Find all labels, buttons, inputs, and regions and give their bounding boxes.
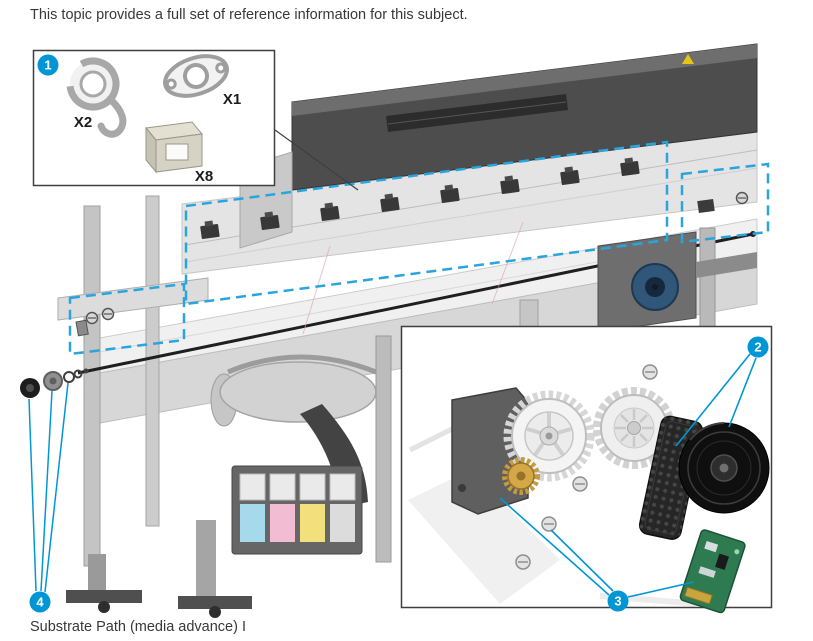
right-assembly (597, 227, 757, 344)
screw-icon (541, 516, 557, 532)
dashed-highlight-left (68, 282, 186, 356)
media-roll (210, 354, 377, 508)
ink-cartridge-yellow (300, 504, 325, 542)
helical-gear (593, 387, 675, 469)
callout-4-number: 4 (36, 595, 44, 610)
encoder-disc (678, 422, 770, 514)
highlight-fasteners (75, 191, 749, 337)
part-label-x2: X2 (74, 114, 92, 131)
callout-4-leaders (28, 382, 69, 593)
screw-icon (515, 554, 531, 570)
ink-cartridge-gray (330, 504, 355, 542)
warning-mark (682, 54, 694, 64)
clamp-part-drawing (66, 57, 127, 138)
screw-icon (735, 191, 749, 205)
figure-caption: Substrate Path (media advance) I (30, 619, 247, 635)
gear-inset-box: 2 3 (400, 325, 773, 614)
part-label-x8: X8 (195, 168, 213, 185)
ink-supply-station (231, 465, 363, 555)
drive-gear (503, 390, 595, 482)
brass-pinion-gear (502, 457, 540, 495)
callout-2-leaders (675, 353, 757, 447)
callout-1-number: 1 (44, 58, 51, 73)
sketch-lines (302, 221, 524, 335)
pcb (679, 529, 746, 614)
dashed-highlights (68, 140, 770, 356)
stand-legs (66, 520, 252, 618)
screw-icon (642, 364, 658, 380)
dashed-highlight-main (184, 140, 669, 306)
screw-icon (85, 311, 99, 325)
intro-text: This topic provides a full set of refere… (30, 7, 468, 23)
callout-3-leaders (499, 497, 695, 598)
callout-3-badge: 3 (607, 590, 629, 612)
dashed-highlight-right (680, 162, 770, 244)
caster-wheel (209, 606, 221, 618)
callout-2-number: 2 (754, 340, 761, 355)
callout-2-badge: 2 (747, 336, 769, 358)
ink-cartridge-magenta (270, 504, 295, 542)
shaft-end-parts (20, 368, 89, 398)
inset-leader-line (274, 129, 359, 191)
screw-icon (101, 307, 115, 321)
caster-wheel (98, 601, 110, 613)
screw-icon (572, 476, 588, 492)
callout-1-badge: 1 (37, 54, 59, 76)
callout-4-badge: 4 (29, 591, 51, 613)
bracket-part-drawing (145, 121, 203, 174)
module-row (200, 157, 640, 240)
flange-part-drawing (163, 54, 229, 98)
part-label-x1: X1 (223, 91, 241, 108)
callout-3-number: 3 (614, 594, 621, 609)
ink-cartridge-cyan (240, 504, 265, 542)
parts-inset-box: X2 X1 X8 1 (32, 49, 359, 191)
